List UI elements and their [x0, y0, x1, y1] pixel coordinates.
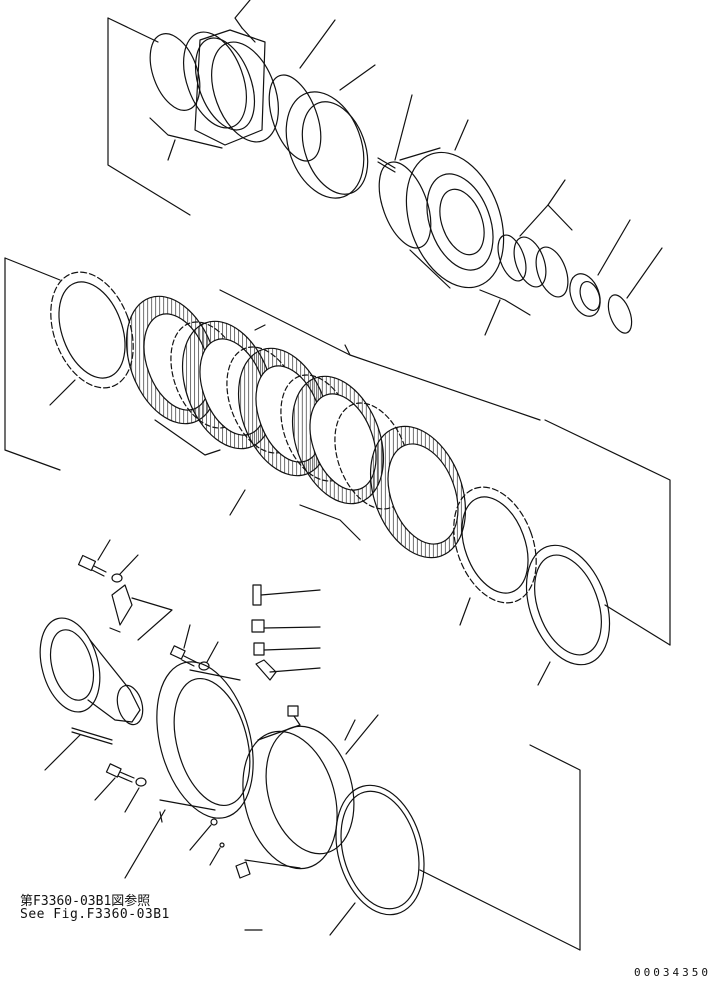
plug-pin — [252, 584, 321, 606]
callout-bracket-piston — [107, 17, 191, 216]
breather — [287, 705, 301, 726]
lock-plate — [109, 584, 173, 641]
reference-note-japanese: 第F3360-03B1図参照 — [20, 894, 151, 909]
brake-drum — [242, 719, 356, 870]
planetary-cage — [124, 661, 254, 879]
callout-frame-left — [4, 257, 61, 471]
separator-plate-last — [453, 486, 537, 626]
plug-elbow — [253, 642, 321, 656]
reference-note-english: See Fig.F3360-03B1 — [20, 907, 170, 922]
brake-housing — [378, 119, 505, 289]
bolt-middle — [169, 624, 219, 671]
bearing-ring-set — [479, 179, 573, 336]
drain-plug — [235, 861, 263, 931]
plug-nut — [251, 619, 321, 633]
axle-hub — [39, 617, 144, 726]
disc-pack — [4, 257, 671, 686]
callout-frame-bottom-right — [529, 744, 581, 951]
lock-nut — [569, 219, 631, 317]
snap-ring — [607, 247, 663, 334]
friction-disc-4 — [291, 375, 385, 505]
bolt-lower — [94, 763, 147, 813]
drawing-number: 00034350 — [634, 966, 711, 979]
pin — [377, 94, 413, 173]
washer-upper — [111, 554, 139, 583]
callout-frame-right — [544, 419, 671, 646]
piston — [285, 64, 376, 199]
fitting — [255, 659, 321, 681]
separator-plate-first — [49, 271, 134, 406]
plug-small — [189, 818, 225, 866]
friction-disc-5 — [369, 425, 467, 559]
piston-ring-set — [149, 29, 279, 146]
stud-bolt — [44, 727, 113, 771]
seal-ring — [268, 19, 336, 162]
top-assembly — [107, 0, 663, 336]
o-ring — [329, 784, 581, 951]
thrust-washer — [525, 544, 671, 686]
bottom-assembly — [39, 539, 581, 951]
bolt-upper — [77, 539, 111, 577]
